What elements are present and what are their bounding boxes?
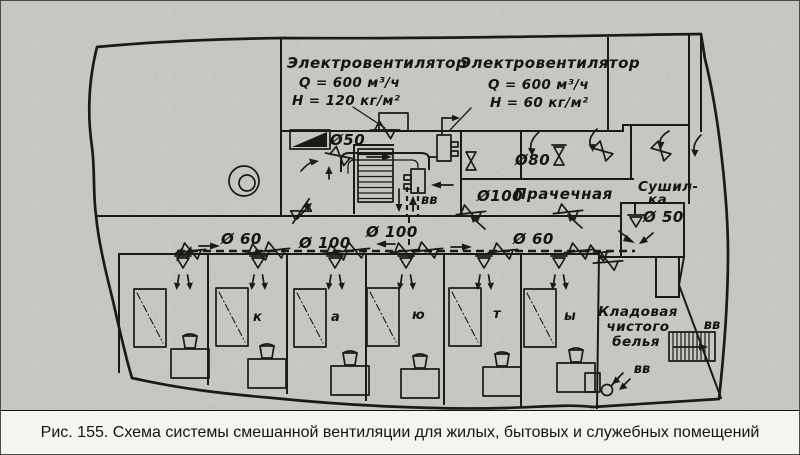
dryer-shaft-valve: [618, 214, 654, 244]
label-fan-right-flow: Q = 600 м³/ч: [488, 77, 589, 93]
label-cabin-y: ы: [564, 309, 576, 324]
label-room-dryer-2: ка: [648, 192, 667, 208]
interior-walls: [95, 33, 723, 410]
staircase-lower: [668, 331, 716, 362]
wall-valves: [285, 197, 584, 230]
flow-arrow: [300, 158, 334, 180]
label-duct-corr-right: Ø 60: [512, 230, 554, 248]
cabin-furniture: [133, 287, 601, 399]
label-exhaust-storage: вв: [634, 362, 650, 377]
label-duct-laundry-main: Ø100: [476, 187, 523, 205]
staircase-upper: [357, 148, 394, 203]
leader-lines: [352, 106, 472, 131]
figure-caption-text: Рис. 155. Схема системы смешанной вентил…: [40, 423, 760, 441]
label-cabin-t: т: [493, 307, 502, 322]
label-fan-right-pressure: H = 60 кг/м²: [490, 95, 588, 111]
duct-upper: [340, 152, 438, 174]
floor-drain-icon: [600, 372, 631, 397]
laundry-exit-valve: [588, 128, 614, 162]
check-valve-icon: [465, 151, 477, 171]
label-duct-corr-mid2: Ø 100: [365, 223, 418, 241]
building-outline: [87, 32, 730, 410]
label-duct-top: Ø50: [329, 131, 365, 149]
label-duct-corr-mid1: Ø 100: [298, 234, 351, 252]
intake-hood: [289, 129, 331, 150]
ventilation-diagram: Электровентилятор Q = 600 м³/ч H = 120 к…: [87, 32, 730, 410]
label-room-dryer-1: Сушил-: [638, 179, 698, 195]
cabin-grilles: [173, 255, 570, 291]
label-duct-corr-left: Ø 60: [220, 230, 262, 248]
label-cabin-k: к: [253, 310, 263, 325]
label-fan-left-flow: Q = 600 м³/ч: [299, 75, 400, 91]
label-fan-right-title: Электровентилятор: [460, 54, 640, 72]
label-duct-dryer: Ø 50: [642, 208, 684, 226]
label-exhaust-stairs: вв: [704, 318, 720, 333]
corridor-duct: [173, 237, 635, 266]
exhaust-shaft: [395, 181, 454, 250]
porthole-icon: [228, 165, 260, 197]
label-storage-2: чистого: [607, 319, 670, 335]
label-exhaust-fans: вв: [421, 193, 437, 208]
label-duct-laundry-supply: Ø80: [514, 151, 550, 169]
label-fan-left-pressure: H = 120 кг/м²: [292, 93, 400, 109]
label-fan-left-title: Электровентилятор: [287, 54, 467, 72]
fan-unit-right: [436, 114, 460, 162]
label-storage-3: белья: [612, 334, 660, 350]
label-cabin-yu: ю: [412, 308, 425, 323]
label-room-laundry: Прачечная: [514, 185, 613, 203]
laundry-supply-valve: [528, 131, 567, 166]
label-cabin-a: а: [331, 310, 340, 325]
label-storage-1: Кладовая: [598, 304, 678, 320]
dryer-valve: [650, 130, 702, 162]
figure-caption: Рис. 155. Схема системы смешанной вентил…: [1, 410, 799, 454]
